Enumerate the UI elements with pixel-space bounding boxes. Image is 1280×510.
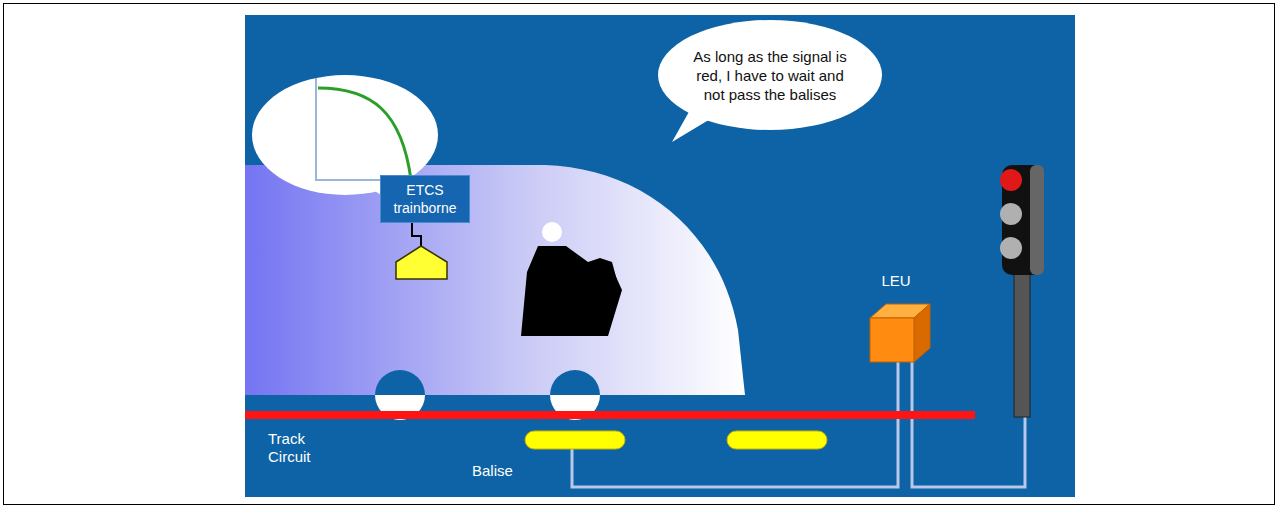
- antenna-cable: [412, 222, 421, 246]
- signal-light: [1000, 203, 1022, 225]
- speech-text: As long as the signal is red, I have to …: [688, 47, 852, 104]
- driver-head: [542, 222, 562, 242]
- leu-label: LEU: [860, 272, 932, 290]
- braking-curve: [318, 88, 411, 180]
- wire: [912, 362, 1025, 487]
- wire: [572, 362, 898, 487]
- balise: [525, 431, 625, 449]
- signal-light-red: [1000, 169, 1022, 191]
- antenna: [396, 246, 447, 279]
- etcs-box: ETCS trainborne: [380, 175, 470, 223]
- graph-axes: [316, 78, 432, 180]
- signal-light: [1000, 237, 1022, 259]
- balise: [727, 431, 827, 449]
- box-label: ETCS trainborne: [387, 181, 463, 217]
- bubble-ellipse: [658, 20, 882, 130]
- train-body: [245, 165, 745, 395]
- track-circuit-label: Track Circuit: [268, 430, 338, 466]
- balise-label: Balise: [472, 462, 542, 480]
- speech-bubble: As long as the signal is red, I have to …: [658, 20, 882, 130]
- leu-box: LEU: [860, 272, 932, 364]
- cube-side: [914, 304, 930, 362]
- track-rail: [245, 411, 975, 419]
- leu-cube: [860, 302, 932, 364]
- signal-pole: [1014, 260, 1030, 417]
- driver-console: [575, 268, 622, 336]
- signal-head-side: [1030, 165, 1044, 275]
- cube-front: [870, 318, 914, 362]
